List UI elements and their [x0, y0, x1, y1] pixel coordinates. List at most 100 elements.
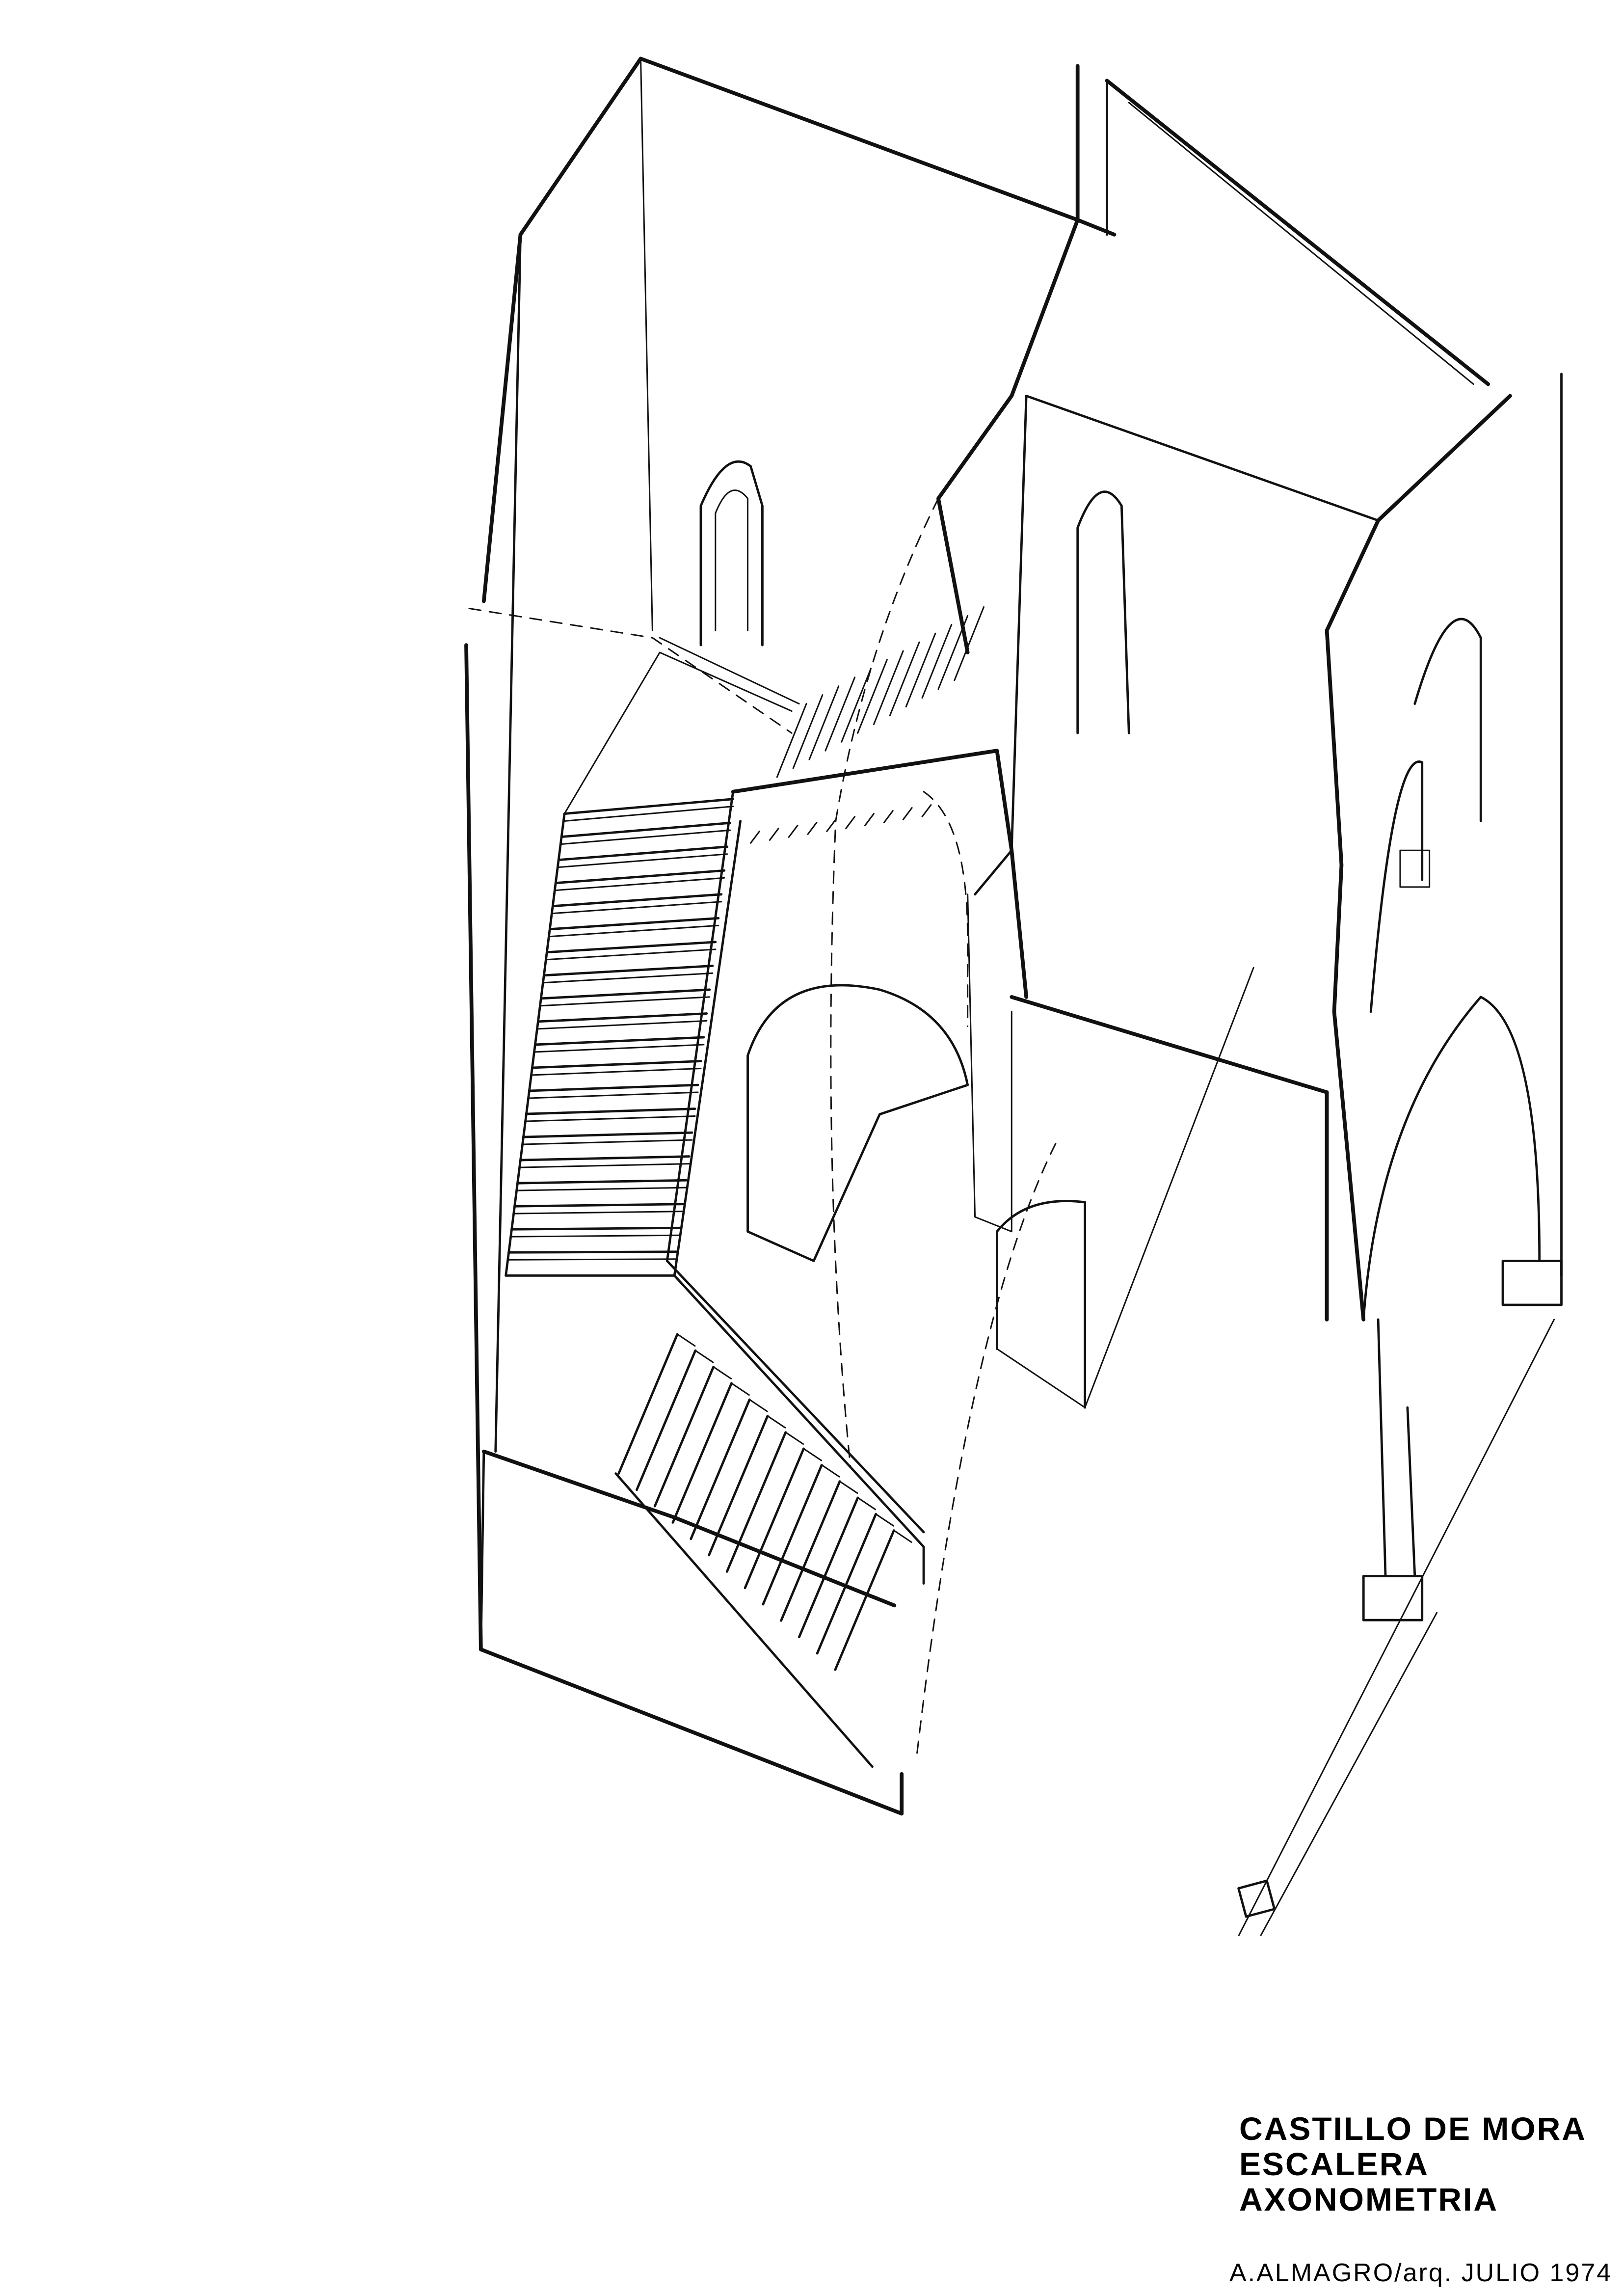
stair-nosing — [845, 816, 856, 829]
stair-step — [636, 1349, 697, 1491]
stair-nosing — [788, 824, 798, 838]
stair-step — [937, 615, 969, 690]
tower-walls — [464, 56, 1490, 1651]
stair-step — [513, 1203, 685, 1208]
dashed-hidden-lines — [468, 497, 1057, 1760]
stair-nosing — [883, 810, 894, 823]
stair-step — [857, 659, 888, 734]
stair-riser — [531, 1067, 702, 1076]
stair-riser — [522, 1139, 693, 1145]
stair-step — [690, 1398, 751, 1540]
stair-step — [617, 1333, 679, 1475]
stair-riser — [546, 948, 717, 961]
stair-step — [905, 632, 936, 708]
stair-step — [560, 821, 732, 838]
stair-step — [554, 869, 726, 885]
stair-step — [533, 1036, 705, 1046]
stair-step — [542, 965, 714, 977]
stair-step — [792, 694, 824, 769]
stair-step — [921, 623, 953, 699]
stair-step — [525, 1107, 696, 1115]
stair-step — [954, 606, 985, 681]
stair-riser — [552, 901, 722, 915]
stair-riser — [555, 877, 725, 891]
stair-tread — [803, 1448, 822, 1461]
upper-stair-flight — [505, 798, 735, 1277]
stair-step — [563, 798, 735, 815]
lower-stair-flight — [614, 1333, 912, 1768]
stair-riser — [563, 806, 734, 822]
stair-riser — [534, 1044, 705, 1053]
stair-tread — [767, 1415, 786, 1429]
stair-step — [762, 1463, 823, 1606]
stair-step — [834, 1529, 895, 1671]
stair-tread — [839, 1481, 858, 1494]
stair-nosing — [902, 807, 913, 820]
upper-wall-window — [659, 460, 800, 705]
stair-riser — [514, 1211, 684, 1215]
stair-step — [671, 1382, 733, 1524]
stair-tread — [857, 1497, 877, 1511]
stair-nosing — [864, 813, 875, 826]
stair-step — [545, 941, 717, 954]
top-stair-flight — [750, 606, 985, 844]
stair-riser — [560, 829, 731, 845]
stair-step — [653, 1366, 715, 1508]
title-subject: ESCALERA — [1239, 2146, 1430, 2182]
stair-riser — [528, 1091, 699, 1099]
stair-tread — [785, 1432, 804, 1445]
stair-tread — [821, 1464, 840, 1478]
stair-riser — [520, 1163, 690, 1168]
stair-step — [551, 893, 723, 908]
title-block: CASTILLO DE MORA ESCALERA AXONOMETRIA — [1239, 2111, 1587, 2217]
right-arcade — [1238, 373, 1563, 1936]
stair-nosing — [807, 821, 818, 835]
title-view-type: AXONOMETRIA — [1239, 2181, 1498, 2217]
stair-riser — [508, 1258, 678, 1261]
stair-step — [780, 1480, 841, 1622]
small-square-marker — [1237, 1879, 1276, 1918]
stair-tread — [676, 1333, 696, 1347]
stair-step — [536, 1012, 708, 1023]
ground-slab — [479, 1449, 904, 1816]
stair-nosing — [750, 830, 760, 844]
title-castle: CASTILLO DE MORA — [1239, 2110, 1587, 2147]
stair-step — [889, 641, 920, 716]
central-pier-and-floor — [974, 394, 1380, 1409]
stair-tread — [893, 1530, 912, 1543]
stair-tread — [875, 1513, 894, 1527]
stair-step — [519, 1155, 691, 1162]
stair-riser — [543, 972, 714, 984]
stair-nosing — [769, 827, 779, 841]
stair-step — [873, 650, 904, 725]
stair-step — [816, 1513, 877, 1655]
stair-riser — [549, 924, 719, 938]
stair-tread — [748, 1399, 768, 1412]
stair-step — [522, 1131, 693, 1138]
stair-riser — [540, 996, 711, 1007]
stair-step — [798, 1496, 859, 1639]
stair-step — [539, 988, 711, 1000]
author-date-signature: A.ALMAGRO/arq. JULIO 1974 — [1229, 2259, 1613, 2287]
stair-riser — [558, 853, 728, 868]
stair-stringer — [614, 1472, 874, 1768]
stair-riser — [517, 1187, 687, 1191]
stair-step — [557, 845, 729, 862]
stair-step — [510, 1226, 682, 1231]
stair-tread — [713, 1366, 732, 1379]
stair-nosing — [921, 804, 932, 818]
stair-step — [841, 668, 872, 743]
stair-tread — [730, 1382, 750, 1396]
stair-nosing — [826, 819, 837, 832]
stair-step — [744, 1447, 805, 1590]
stair-step — [808, 685, 840, 760]
stair-step — [825, 676, 856, 752]
stair-step — [708, 1414, 769, 1557]
stair-step — [548, 917, 720, 931]
stair-step — [725, 1431, 787, 1573]
stair-tread — [694, 1350, 714, 1363]
stair-step — [516, 1179, 688, 1185]
landing-and-walls — [563, 651, 1014, 1585]
stair-step — [531, 1060, 702, 1069]
